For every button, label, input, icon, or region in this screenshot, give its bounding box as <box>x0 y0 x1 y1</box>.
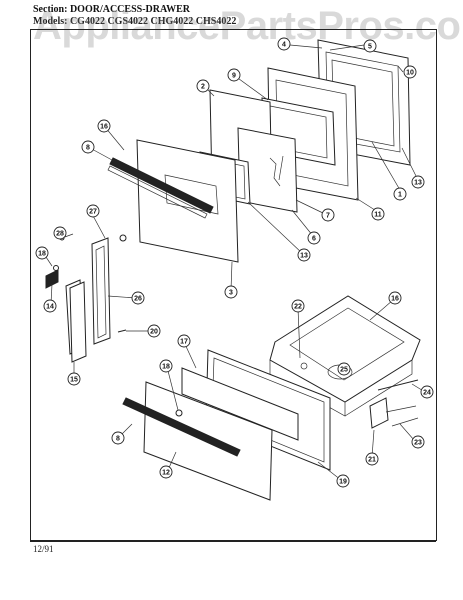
svg-text:18: 18 <box>38 251 46 258</box>
drawer-gasket <box>181 367 299 441</box>
svg-text:12: 12 <box>162 470 170 477</box>
leader-lines <box>43 44 426 481</box>
svg-text:27: 27 <box>89 209 97 216</box>
callout-18a: 18 <box>35 246 49 260</box>
svg-text:13: 13 <box>414 180 422 187</box>
svg-text:23: 23 <box>414 440 422 447</box>
svg-text:25: 25 <box>340 367 348 374</box>
callout-28: 28 <box>53 226 67 240</box>
trim-screw-lower <box>117 329 127 333</box>
svg-text:3: 3 <box>229 290 233 297</box>
svg-text:22: 22 <box>294 304 302 311</box>
callout-13b: 13 <box>297 248 311 262</box>
svg-text:18: 18 <box>162 364 170 371</box>
callout-5: 5 <box>363 39 377 53</box>
svg-text:16: 16 <box>100 124 108 131</box>
callout-27: 27 <box>86 204 100 218</box>
drawer-handle <box>122 397 241 457</box>
svg-text:4: 4 <box>282 42 286 49</box>
callout-19: 19 <box>336 474 350 488</box>
footer-divider <box>30 541 436 542</box>
left-side-trim <box>45 269 87 363</box>
callout-17: 17 <box>177 334 191 348</box>
drawer-hinge-bracket <box>369 397 419 429</box>
svg-text:10: 10 <box>406 70 414 77</box>
svg-text:9: 9 <box>232 73 236 80</box>
svg-text:26: 26 <box>134 296 142 303</box>
svg-text:21: 21 <box>368 457 376 464</box>
trim-clip-lower <box>53 265 59 271</box>
revision-date: 12/91 <box>33 544 54 554</box>
svg-text:17: 17 <box>180 339 188 346</box>
models-heading: Models: CG4022 CGS4022 CHG4022 CHS4022 <box>33 16 236 27</box>
callout-12: 12 <box>159 465 173 479</box>
callout-3: 3 <box>224 285 238 299</box>
drawer-rod <box>377 379 419 391</box>
svg-text:14: 14 <box>46 304 54 311</box>
callout-numbers: 1 2 3 4 5 6 7 8 8 9 10 11 12 13 13 14 15… <box>35 37 434 488</box>
callout-2: 2 <box>196 79 210 93</box>
callout-23: 23 <box>411 435 425 449</box>
callout-25: 25 <box>337 362 351 376</box>
callout-24: 24 <box>420 385 434 399</box>
svg-text:20: 20 <box>150 329 158 336</box>
callout-4: 4 <box>277 37 291 51</box>
callout-22: 22 <box>291 299 305 313</box>
callout-1: 1 <box>393 187 407 201</box>
drawer-screw <box>175 409 183 417</box>
callout-15: 15 <box>67 372 81 386</box>
diagram-frame <box>30 29 437 541</box>
section-value: DOOR/ACCESS-DRAWER <box>69 4 190 15</box>
svg-text:1: 1 <box>398 192 402 199</box>
svg-text:8: 8 <box>116 436 120 443</box>
callout-16: 16 <box>388 291 402 305</box>
models-key: Models: <box>33 16 68 27</box>
callout-7: 7 <box>321 208 335 222</box>
callout-10: 10 <box>403 65 417 79</box>
section-heading: Section: DOOR/ACCESS-DRAWER <box>33 4 190 15</box>
svg-text:6: 6 <box>312 236 316 243</box>
door-handle <box>107 157 214 219</box>
right-side-trim <box>91 237 111 345</box>
svg-text:8: 8 <box>86 145 90 152</box>
svg-text:5: 5 <box>368 44 372 51</box>
svg-text:28: 28 <box>56 231 64 238</box>
callout-20: 20 <box>147 324 161 338</box>
callout-26: 26 <box>131 291 145 305</box>
svg-text:2: 2 <box>201 84 205 91</box>
callout-11: 11 <box>371 207 385 221</box>
svg-text:15: 15 <box>70 377 78 384</box>
svg-text:7: 7 <box>326 213 330 220</box>
callout-16-small: 16 <box>97 119 111 133</box>
callout-18b: 18 <box>159 359 173 373</box>
callout-6: 6 <box>307 231 321 245</box>
callout-21: 21 <box>365 452 379 466</box>
callout-8a: 8 <box>81 140 95 154</box>
models-value: CG4022 CGS4022 CHG4022 CHS4022 <box>69 16 237 27</box>
callout-14: 14 <box>43 299 57 313</box>
drawer-body <box>269 295 421 417</box>
svg-text:13: 13 <box>300 253 308 260</box>
svg-text:11: 11 <box>374 212 382 219</box>
callout-8b: 8 <box>111 431 125 445</box>
callout-9: 9 <box>227 68 241 82</box>
callout-13a: 13 <box>411 175 425 189</box>
trim-screw <box>119 234 127 242</box>
svg-text:24: 24 <box>423 390 431 397</box>
svg-text:19: 19 <box>339 479 347 486</box>
section-key: Section: <box>33 4 68 15</box>
svg-text:16: 16 <box>391 296 399 303</box>
